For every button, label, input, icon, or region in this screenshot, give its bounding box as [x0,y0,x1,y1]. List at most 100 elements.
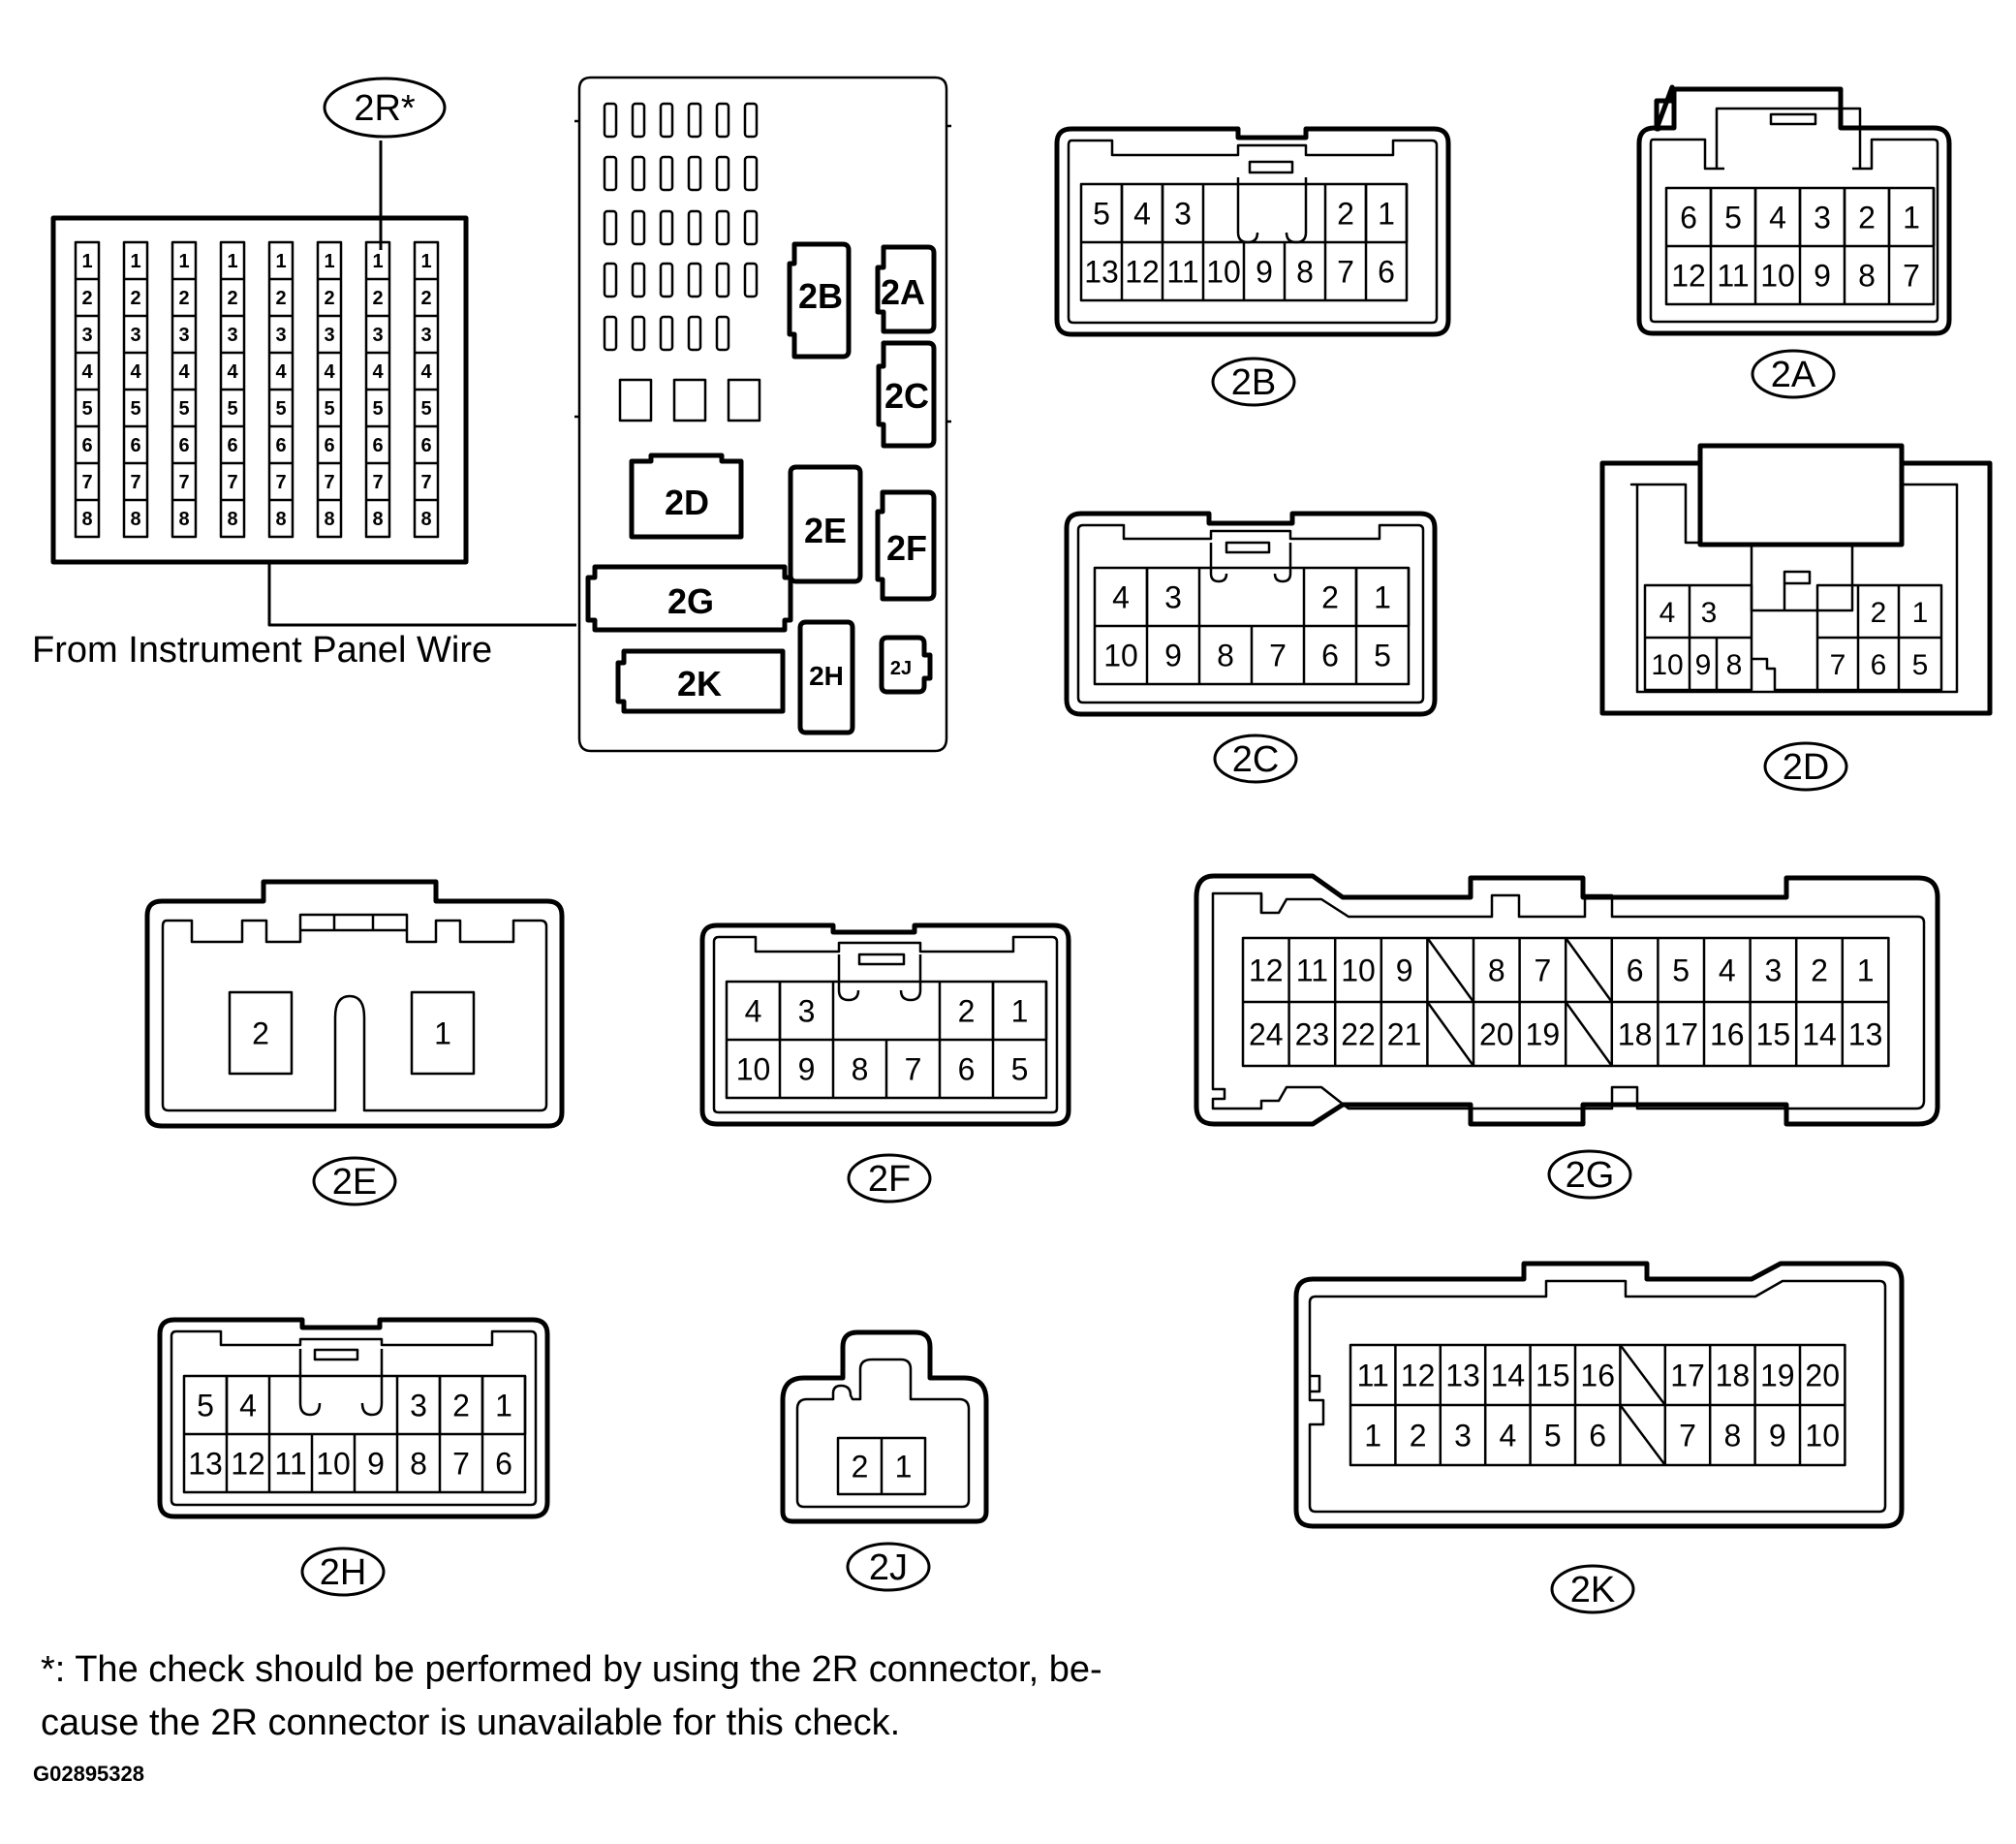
label-oval [300,1547,386,1597]
pin-number: 2 [420,288,431,309]
pin-number: 3 [81,325,92,346]
label-2E: 2E [332,1162,377,1203]
pin-number: 10 [1760,259,1795,294]
connector-2B [1054,126,1451,337]
pin-number: 14 [1491,1359,1526,1393]
fuse-slot [631,315,646,352]
label-oval [1547,1149,1632,1200]
pin-number: 21 [1387,1017,1422,1052]
pin-number: 13 [1445,1359,1480,1393]
pin-number: 7 [1679,1419,1696,1453]
fuse-slot [715,155,730,192]
pin-number: 6 [1871,649,1887,681]
fuse-slot [687,102,702,139]
pin-number: 3 [130,325,140,346]
pin-number: 6 [372,435,383,456]
pin-number: 2 [452,1389,470,1423]
pin-number: 2 [1321,580,1339,615]
pin-number: 11 [274,1447,306,1482]
pin-number: 8 [1726,649,1743,681]
pin-number: 7 [130,472,140,493]
pin-number: 11 [1166,255,1198,290]
pin-number: 8 [852,1052,869,1087]
fuse-slot [631,155,646,192]
pin-number: 3 [1174,197,1192,232]
fuse-slot [659,315,674,352]
pin-number: 1 [130,251,140,272]
pin-number: 7 [1830,649,1846,681]
pin-number: 5 [324,398,334,420]
pin-number: 10 [316,1447,351,1482]
pin-number: 7 [227,472,237,493]
pin-number: 7 [324,472,334,493]
pin-number: 2 [852,1450,869,1485]
pin-number: 5 [372,398,383,420]
pin-number: 7 [275,472,286,493]
pin-number: 6 [495,1447,512,1482]
block-label-2D: 2D [665,483,709,522]
junction-block [574,76,951,753]
pin-number: 5 [81,398,92,420]
label-oval [1211,357,1296,407]
label-2H: 2H [320,1552,367,1593]
pin-number: 4 [372,361,384,383]
from-instrument-panel-wire: From Instrument Panel Wire [32,630,492,671]
pin-number: 10 [1341,953,1376,988]
pin-number: 4 [81,361,93,383]
pin-number: 9 [1769,1419,1786,1453]
pin-number: 4 [1500,1419,1517,1453]
pin-number: 12 [1125,255,1160,290]
pin-number: 3 [1814,201,1831,235]
connector-2F [699,922,1071,1127]
pin-number: 12 [1249,953,1284,988]
pin-number: 5 [275,398,286,420]
pin-number: 1 [895,1450,913,1485]
fuse-slot [715,315,730,352]
pin-number: 1 [1011,994,1029,1029]
label-oval [1751,349,1836,399]
pin-number: 2 [1858,201,1876,235]
pin-number: 5 [130,398,140,420]
pin-number: 1 [1364,1419,1381,1453]
pin-number: 4 [420,361,432,383]
pin-number: 2 [178,288,189,309]
pin-number: 14 [1802,1017,1837,1052]
pin-number: 1 [1378,197,1395,232]
pin-number: 4 [745,994,762,1029]
block-label-2J: 2J [890,658,912,679]
pin-number: 4 [275,361,287,383]
footnote-line-1: *: The check should be performed by usin… [41,1649,1102,1690]
pin-number: 10 [736,1052,771,1087]
pin-number: 1 [1903,201,1920,235]
pin-number: 24 [1249,1017,1284,1052]
label-oval [1763,741,1848,792]
pin-number: 6 [324,435,334,456]
pin-number: 7 [1903,259,1920,294]
pin-number: 1 [178,251,189,272]
pin-number: 6 [275,435,286,456]
fuse-slot [743,262,759,298]
pin-number: 3 [178,325,189,346]
pin-number: 8 [1217,639,1234,673]
label-oval [846,1542,931,1592]
connector-2H [157,1317,550,1519]
label-oval [847,1153,932,1203]
pin-number: 7 [1535,953,1552,988]
fuse-slot [659,209,674,246]
pin-number: 8 [1724,1419,1742,1453]
pin-number: 4 [227,361,238,383]
pin-number: 8 [1488,953,1505,988]
fuse-slot [715,102,730,139]
pin-number: 11 [1357,1359,1389,1393]
pin-number: 4 [1769,201,1786,235]
pin-number: 5 [1374,639,1391,673]
block-label-2B: 2B [798,276,843,316]
pin-number: 1 [372,251,383,272]
figure-code: G02895328 [33,1762,144,1786]
pin-number: 10 [1103,639,1138,673]
block-label-2C: 2C [884,376,929,416]
